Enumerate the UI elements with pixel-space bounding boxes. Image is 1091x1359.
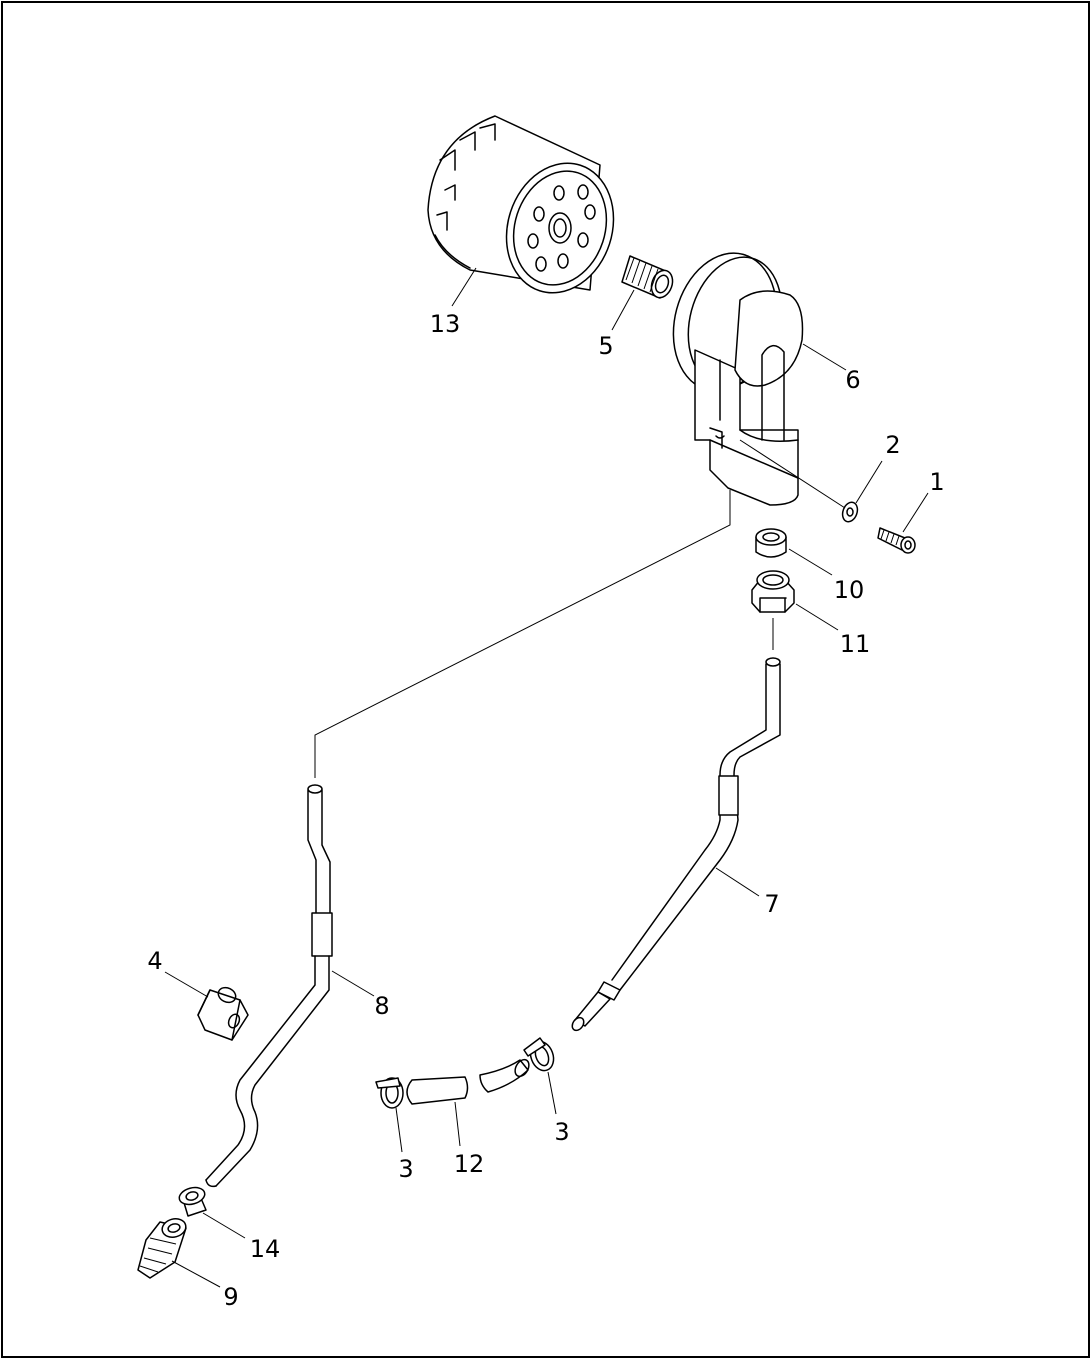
small-spacer-part[interactable] [177, 1185, 207, 1217]
callout-2: 2 [885, 431, 900, 459]
clamp-block-part[interactable] [197, 985, 249, 1041]
callout-6: 6 [845, 366, 860, 394]
callout-11: 11 [840, 630, 871, 658]
spacer-part[interactable] [755, 528, 787, 558]
oil-filter-part[interactable] [427, 115, 630, 307]
callout-3-left: 3 [398, 1155, 413, 1183]
callout-3-right: 3 [554, 1118, 569, 1146]
callout-13: 13 [430, 310, 461, 338]
hose-clamp-left-part[interactable] [375, 1077, 404, 1109]
hose-clamp-right-part[interactable] [523, 1037, 557, 1074]
filter-adapter-part[interactable] [659, 241, 804, 506]
callout-7: 7 [764, 890, 779, 918]
fitting-nut-part[interactable] [751, 570, 795, 613]
callout-4: 4 [147, 947, 162, 975]
callout-5: 5 [598, 332, 613, 360]
callout-12: 12 [454, 1150, 485, 1178]
oil-line-right-part[interactable] [570, 657, 781, 1033]
callout-leaders [164, 267, 929, 1288]
callout-14: 14 [250, 1235, 281, 1263]
callout-10: 10 [834, 576, 865, 604]
callout-8: 8 [374, 992, 389, 1020]
oil-line-left-part[interactable] [205, 784, 333, 1188]
screw-part[interactable] [877, 527, 916, 554]
hose-fitting-part[interactable] [137, 1216, 188, 1279]
nipple-part[interactable] [621, 255, 676, 301]
assembly-leader-line [314, 490, 731, 778]
callout-1: 1 [929, 468, 944, 496]
hose-part[interactable] [406, 1057, 532, 1105]
assembly-leader-line-3 [739, 439, 846, 509]
callout-9: 9 [223, 1283, 238, 1311]
washer-part[interactable] [840, 500, 860, 524]
